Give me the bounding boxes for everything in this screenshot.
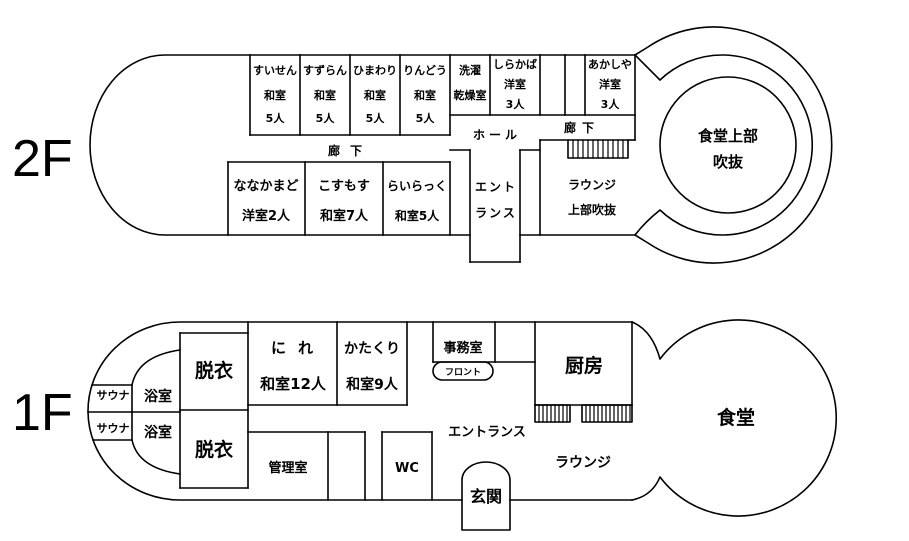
- bath-upper-label: 浴室: [144, 388, 172, 405]
- floor2-plan: 2F すいせん 和室 5人 すずらん 和室 5人 ひまわり 和室 5人 りんどう…: [12, 26, 833, 264]
- room-rindou-capacity: 5人: [416, 111, 436, 125]
- genkan-label: 玄関: [470, 487, 502, 506]
- changing-lower-label: 脱衣: [195, 438, 233, 461]
- room-himawari-capacity: 5人: [366, 111, 386, 125]
- room-kosumosu-name: こすもす: [318, 179, 370, 194]
- laundry-label-line2: 乾燥室: [454, 88, 487, 102]
- wc-label: WC: [395, 461, 419, 476]
- room-katakuri-info: 和室9人: [346, 376, 399, 393]
- corridor-left-label: 廊下: [328, 143, 372, 158]
- room-kosumosu-info: 和室7人: [320, 208, 369, 224]
- room-katakuri-name: かたくり: [344, 341, 400, 357]
- floor1-plan: 1F サウナ サウナ 浴室 浴室 脱衣 脱衣 にれ 和室12人 かたくり 和室9…: [12, 319, 838, 531]
- room-rindou-type: 和室: [414, 88, 436, 102]
- floor1-outline: [87, 321, 633, 501]
- room-shirakaba-capacity: 3人: [506, 97, 526, 111]
- lounge-void-line1: ラウンジ: [568, 178, 616, 192]
- floor2-dining-void-circle: [659, 76, 797, 214]
- kitchen-counter-left: [534, 404, 571, 423]
- hall-label: ホール: [473, 128, 521, 142]
- sauna-lower-label: サウナ: [97, 422, 130, 435]
- room-rairakku-name: らいらっく: [387, 179, 447, 193]
- room-rindou-name: りんどう: [403, 64, 447, 77]
- floor1-dining-circle: [630, 319, 838, 517]
- corridor-right-label: 廊下: [564, 120, 600, 135]
- room-rairakku-info: 和室5人: [394, 208, 440, 223]
- sauna-upper-label: サウナ: [97, 389, 130, 402]
- room-akashiya-type: 洋室: [599, 77, 621, 91]
- laundry-label-line1: 洗濯: [459, 63, 481, 77]
- genkan-shape: [461, 461, 511, 531]
- room-suisen-capacity: 5人: [266, 111, 286, 125]
- dining-void-line1: 食堂上部: [698, 127, 758, 145]
- lounge-label: ラウンジ: [555, 455, 611, 471]
- changing-upper-label: 脱衣: [195, 359, 233, 382]
- room-nire-info: 和室12人: [260, 375, 327, 393]
- floor2-ring-outer: [633, 26, 833, 264]
- floor1-counters: [534, 404, 633, 423]
- room-shirakaba-type: 洋室: [504, 77, 526, 91]
- office-label: 事務室: [443, 340, 482, 356]
- dining-void-line2: 吹抜: [713, 153, 744, 171]
- room-shirakaba-name: しらかば: [493, 57, 537, 71]
- room-nanakamado-name: ななかまど: [233, 179, 298, 194]
- room-suzuran-name: すずらん: [303, 63, 347, 77]
- floor2-label: 2F: [12, 130, 73, 188]
- kitchen-counter-right: [581, 404, 633, 423]
- floor2-outline: [89, 54, 636, 236]
- room-nanakamado-info: 洋室2人: [242, 208, 291, 224]
- bath-lower-label: 浴室: [144, 424, 172, 441]
- room-suisen-name: すいせん: [253, 64, 297, 77]
- room-akashiya-name: あかしや: [588, 58, 632, 71]
- floor1-label: 1F: [12, 384, 73, 442]
- entrance-void-line1: エント: [475, 180, 517, 194]
- floor1-walls: [87, 321, 633, 501]
- entrance-label: エントランス: [448, 425, 526, 440]
- floor2-stairs: [567, 139, 629, 159]
- room-akashiya-capacity: 3人: [601, 97, 621, 111]
- kitchen-label: 厨房: [565, 354, 603, 377]
- room-suzuran-capacity: 5人: [316, 111, 336, 125]
- management-room-label: 管理室: [268, 460, 307, 476]
- entrance-void-line2: ランス: [475, 206, 517, 220]
- lounge-void-line2: 上部吹抜: [568, 202, 617, 217]
- room-suzuran-type: 和室: [314, 88, 336, 102]
- floor2-ring-inner: [633, 53, 814, 237]
- room-himawari-name: ひまわり: [353, 64, 397, 77]
- room-himawari-type: 和室: [364, 88, 386, 102]
- floor2-walls: [227, 54, 636, 263]
- dining-label: 食堂: [717, 406, 755, 429]
- front-desk-label: フロント: [445, 367, 481, 378]
- room-nire-name: にれ: [271, 339, 325, 357]
- room-suisen-type: 和室: [264, 88, 286, 102]
